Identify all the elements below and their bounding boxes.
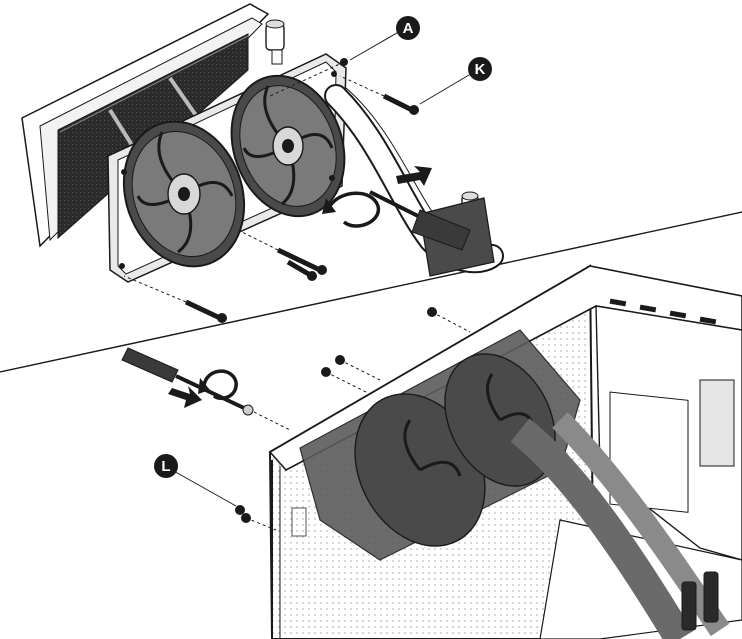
radiator-assembly <box>21 3 347 283</box>
fan-right <box>230 74 346 218</box>
callout-k: K <box>419 57 492 105</box>
rotate-arrow-icon <box>198 369 238 401</box>
rotate-arrow-icon <box>322 191 380 228</box>
screw-l <box>235 505 277 531</box>
step-divider-line <box>0 211 742 373</box>
screws-top <box>123 58 419 323</box>
push-arrow-icon <box>168 386 202 408</box>
coolant-tubes-case <box>510 412 730 639</box>
fan-left <box>122 120 246 268</box>
coolant-tubes-top <box>324 84 504 277</box>
callout-l-label: L <box>161 458 170 475</box>
screwdriver-top <box>369 190 471 251</box>
screw-k <box>339 75 419 115</box>
callout-a: A <box>349 16 420 61</box>
installed-radiator <box>299 329 581 561</box>
screws-case <box>235 307 471 531</box>
top-rail-slots <box>609 298 717 325</box>
screwdriver-bottom <box>121 347 291 431</box>
callout-k-label: K <box>475 61 486 78</box>
push-arrow-icon <box>396 166 432 186</box>
callout-a-label: A <box>403 20 414 37</box>
callout-l: L <box>154 454 237 507</box>
